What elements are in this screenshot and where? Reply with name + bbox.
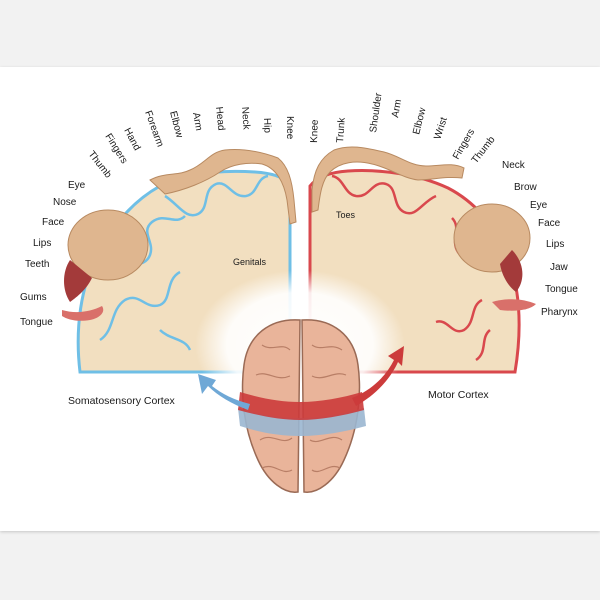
motor-homunculus-arm (311, 146, 465, 213)
sensory-label-forearm: Forearm (142, 109, 165, 148)
sensory-label-elbow: Elbow (167, 110, 185, 140)
sensory-inner-label: Genitals (233, 257, 267, 267)
top-down-brain (198, 319, 404, 493)
sensory-band (238, 408, 366, 436)
sensory-label-nose: Nose (53, 197, 77, 208)
sensory-label-arm: Arm (190, 112, 204, 132)
motor-label-eye: Eye (530, 200, 548, 211)
sensory-label-teeth: Teeth (25, 259, 49, 270)
sensory-label-hip: Hip (261, 118, 273, 134)
sensory-label-gums: Gums (20, 292, 47, 303)
sensory-label-face: Face (42, 217, 65, 228)
motor-label-lips: Lips (546, 239, 564, 250)
sensory-label-lips: Lips (33, 238, 51, 249)
motor-label-knee: Knee (309, 119, 321, 143)
sensory-tongue (62, 306, 104, 321)
motor-label-shoulder: Shoulder (368, 92, 385, 134)
motor-label-wrist: Wrist (432, 116, 450, 141)
motor-band (238, 392, 364, 420)
sensory-label-hand: Hand (121, 126, 142, 152)
sensory-homunculus-arm (149, 149, 297, 225)
sensory-label-knee: Knee (284, 116, 295, 140)
motor-label-thumb: Thumb (470, 134, 498, 166)
motor-label-elbow: Elbow (411, 106, 428, 136)
sensory-label-thumb: Thumb (86, 149, 114, 181)
motor-inner-label: Toes (336, 210, 356, 220)
motor-label-jaw: Jaw (550, 262, 569, 273)
sensory-label-head: Head (213, 106, 226, 131)
motor-label-arm: Arm (390, 99, 404, 119)
motor-cortex-caption: Motor Cortex (428, 389, 489, 401)
motor-arrow (352, 346, 404, 406)
sensory-label-eye: Eye (68, 180, 86, 191)
motor-label-pharynx: Pharynx (541, 307, 578, 318)
motor-open-mouth (500, 250, 523, 292)
motor-tongue (492, 299, 536, 311)
brain-folds (255, 344, 347, 472)
sensory-label-neck: Neck (239, 106, 252, 130)
motor-label-tongue: Tongue (545, 284, 578, 295)
motor-label-face: Face (538, 218, 561, 229)
sensory-gyri-outline (99, 174, 269, 351)
sensory-open-mouth (64, 260, 92, 302)
sensory-label-tongue: Tongue (20, 317, 53, 328)
sensory-cortex-caption: Somatosensory Cortex (68, 395, 176, 407)
motor-label-trunk: Trunk (335, 116, 348, 143)
sensory-head (67, 209, 149, 281)
motor-label-neck: Neck (502, 160, 526, 171)
motor-label-brow: Brow (514, 182, 538, 193)
sensory-arrow (198, 374, 250, 410)
